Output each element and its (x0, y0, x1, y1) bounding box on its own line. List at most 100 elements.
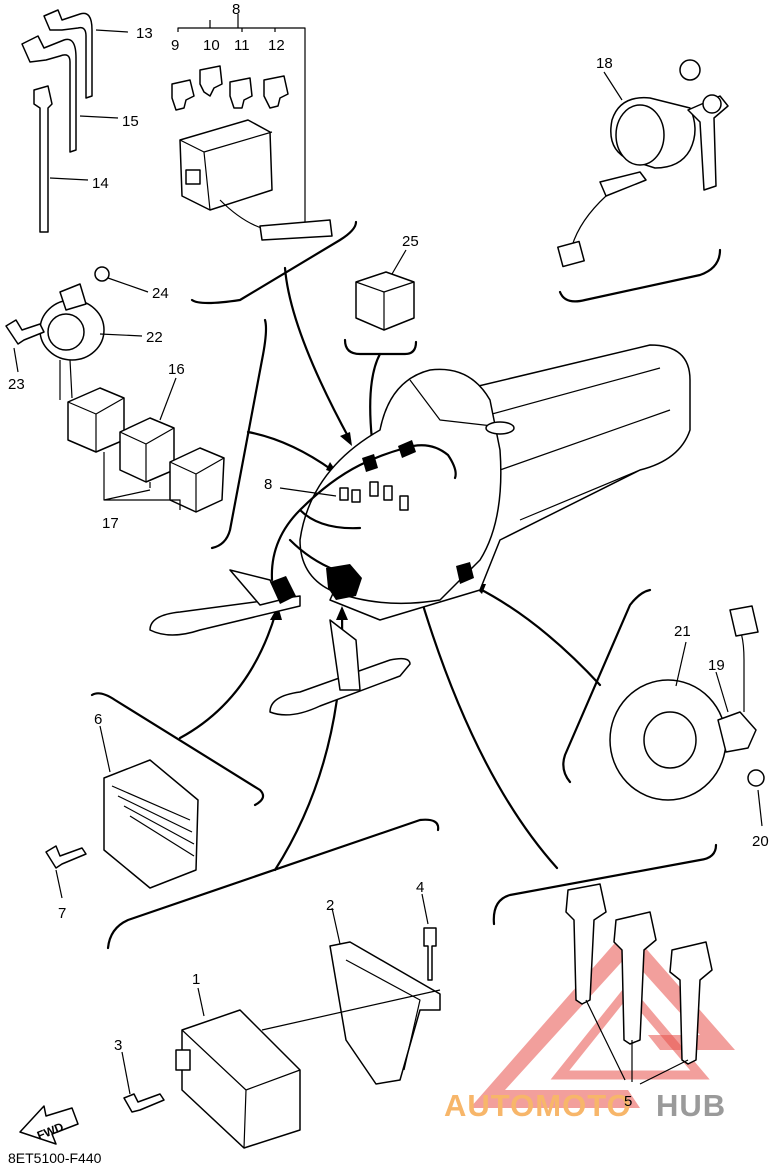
callout-11: 11 (234, 37, 250, 54)
sensor-connector (729, 605, 759, 637)
part-25-relay (355, 249, 415, 331)
part-18-main-switch (557, 59, 729, 268)
arrow-head-fusebox (340, 432, 352, 446)
fuse-9 (171, 79, 195, 111)
bracket-17 (103, 452, 181, 510)
harness-fuse-5 (399, 495, 409, 511)
leader-16 (159, 377, 177, 421)
bolt-4-icon (423, 927, 437, 981)
leader-4 (421, 893, 429, 925)
callout-20: 20 (752, 833, 769, 850)
bracket-pickup (210, 318, 268, 550)
part-6-rectifier (45, 725, 199, 899)
leader-relay (369, 352, 382, 442)
cable-tie-15 (21, 35, 77, 153)
relay-edges (355, 281, 415, 330)
leader-8-harness (279, 487, 337, 497)
switch-face (615, 104, 665, 166)
leader-5 (585, 999, 689, 1085)
leader-19 (715, 671, 729, 713)
washer-20-icon (747, 769, 765, 787)
fwd-arrow-shape (19, 1105, 79, 1145)
fuse-group-bracket (177, 20, 306, 230)
fuse-11 (229, 77, 253, 109)
wire-harness (270, 444, 457, 582)
harness-connector-a (362, 454, 378, 472)
mount-rectifier (270, 576, 296, 604)
fuse-box-edges (179, 131, 273, 211)
callout-6: 6 (94, 711, 102, 728)
watermark-text-a: AUTOMOTO (444, 1088, 632, 1123)
sensor-wire (739, 629, 745, 712)
callout-1: 1 (192, 971, 200, 988)
sensor-19 (717, 711, 757, 753)
leader-21 (675, 641, 687, 687)
callout-24: 24 (152, 285, 169, 302)
key-fob-icon (679, 59, 701, 81)
fuse-box-cable (259, 219, 333, 241)
watermark-logo: AUTOMOTO HUB (444, 928, 735, 1123)
fuse-box-socket (185, 169, 201, 185)
watermark-triangle-inner-icon (550, 982, 710, 1080)
part-21-flywheel (609, 605, 765, 827)
module-b (119, 417, 175, 483)
callout-8-top: 8 (232, 1, 240, 18)
part-16-17-modules (67, 377, 225, 513)
callout-12: 12 (268, 37, 285, 54)
leader-18 (603, 71, 623, 101)
watermark-text-b: HUB (656, 1088, 726, 1123)
leader-1 (197, 987, 205, 1017)
rectifier-fins (111, 785, 195, 857)
rectifier-body (103, 759, 199, 889)
bracket-mainswitch (558, 248, 722, 303)
callout-16: 16 (168, 361, 185, 378)
harness-fuse-2 (351, 489, 361, 503)
nut-24-icon (94, 266, 110, 282)
leader-22 (99, 333, 143, 337)
callout-19: 19 (708, 657, 725, 674)
mount-flywheel (456, 562, 474, 584)
callout-15: 15 (122, 113, 139, 130)
watermark-triangle-icon (470, 928, 735, 1108)
leader-24 (107, 277, 149, 293)
fuse-10 (199, 65, 223, 97)
left-ski (149, 595, 301, 636)
throttle-grip (485, 421, 515, 435)
leader-6 (99, 725, 111, 773)
bracket-relay (343, 338, 418, 356)
part-22-pickup-coil (5, 266, 149, 400)
callout-23: 23 (8, 376, 25, 393)
relay-body (355, 271, 415, 331)
callout-10: 10 (203, 37, 220, 54)
key-ring-icon (702, 94, 722, 114)
callout-25: 25 (402, 233, 419, 250)
ignition-key-icon (687, 95, 729, 191)
leader-2 (331, 907, 341, 945)
harness-fuse-1 (339, 487, 349, 501)
callout-13: 13 (136, 25, 153, 42)
bolt-7-icon (45, 845, 87, 869)
module-edges (67, 397, 225, 512)
bracket-rectifier (90, 692, 265, 807)
leader-pickup (246, 430, 334, 472)
flywheel-hub (643, 711, 697, 769)
callout-14: 14 (92, 175, 109, 192)
bracket-coils (492, 843, 718, 926)
cable-tie-14 (33, 85, 53, 233)
bolt-3-icon (123, 1093, 165, 1113)
callout-22: 22 (146, 329, 163, 346)
cable-ties (21, 9, 129, 233)
part-1-ecu (121, 893, 441, 1149)
callout-7: 7 (58, 905, 66, 922)
callout-2: 2 (326, 897, 334, 914)
arrow-head-ecu (336, 606, 348, 620)
leader-23 (13, 347, 19, 373)
pickup-wires (59, 359, 73, 400)
ecu-body (181, 1009, 301, 1149)
ecu-edges (181, 1029, 301, 1149)
ecu-bracket-line (261, 989, 441, 1031)
pickup-tab (59, 283, 87, 311)
bracket-2-edges (345, 959, 421, 1071)
callout-9: 9 (171, 37, 179, 54)
snowmobile-chassis (149, 344, 691, 716)
